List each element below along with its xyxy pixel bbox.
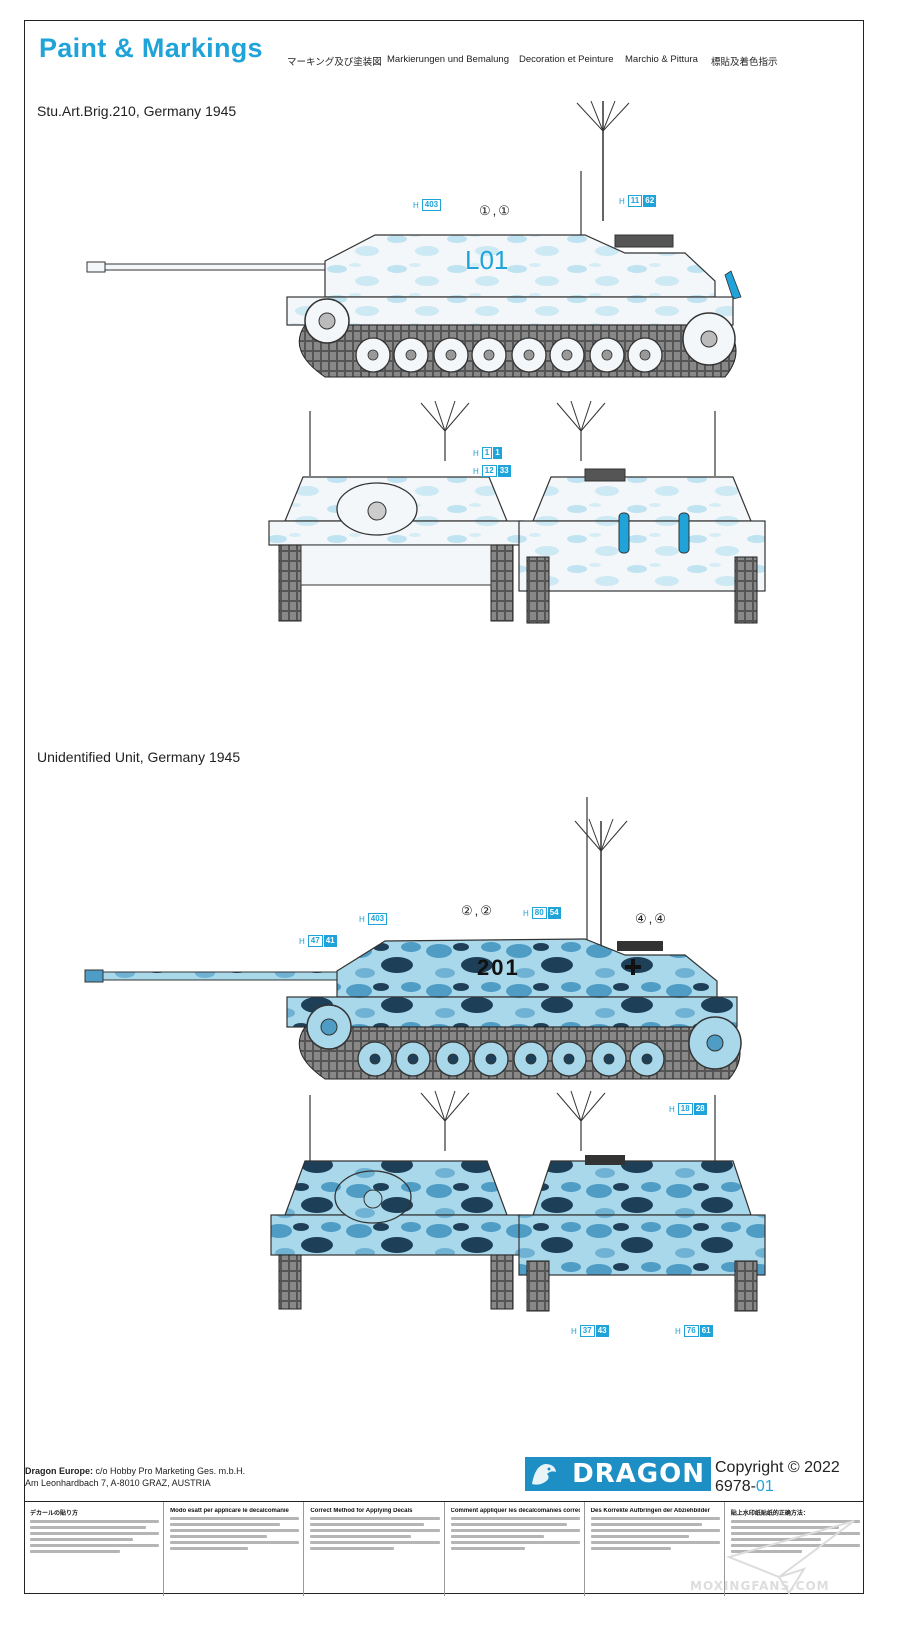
instructions-italian: Modo esatt per applicare le decalcomanie xyxy=(164,1502,305,1596)
cross-marking xyxy=(625,959,641,975)
scheme-1-side-view xyxy=(86,100,742,378)
decal-ref-2: ②,② xyxy=(461,903,494,918)
scheme-1-front-view xyxy=(268,400,524,622)
scheme-2-side-view xyxy=(84,797,742,1080)
lang-chinese: 標貼及着色指示 xyxy=(711,57,778,68)
product-code: 6978- xyxy=(715,1478,756,1495)
decal-ref-1: ①,① xyxy=(479,203,512,218)
lang-italian: Marchio & Pittura xyxy=(625,54,698,65)
paper-plane-watermark-icon xyxy=(725,1520,855,1595)
instructions-chinese: 貼上水印纸贴纸的正确方法： xyxy=(725,1502,864,1596)
scheme-2-label: Unidentified Unit, Germany 1945 xyxy=(37,749,241,765)
scheme-1-rear-view xyxy=(518,400,766,624)
lang-japanese: マーキング及び塗装図 xyxy=(287,57,382,68)
site-watermark: MOXINGFANS.COM xyxy=(690,1579,830,1593)
brand-name: DRAGON xyxy=(572,1459,705,1489)
lang-german: Markierungen und Bemalung xyxy=(387,54,509,65)
dragon-logo: DRAGON xyxy=(525,1457,711,1491)
instruction-sheet: Paint & Markings マーキング及び塗装図 Markierungen… xyxy=(24,20,864,1596)
product-version: 01 xyxy=(755,1478,774,1495)
vehicle-drawings xyxy=(84,100,766,1312)
scheme-1-label: Stu.Art.Brig.210, Germany 1945 xyxy=(37,103,237,119)
page-title: Paint & Markings xyxy=(39,33,263,63)
company-address: Dragon Europe: c/o Hobby Pro Marketing G… xyxy=(25,1466,246,1488)
instructions-japanese: デカールの貼り方 xyxy=(24,1502,165,1596)
instructions-french: Comment appliquer les décalcomanies corr… xyxy=(445,1502,585,1596)
dragon-emblem-icon xyxy=(532,1464,556,1485)
vehicle-number-201: 201 xyxy=(477,955,520,980)
lang-french: Decoration et Peinture xyxy=(519,54,614,65)
copyright-block: Copyright © 2022 6978-01 xyxy=(715,1458,840,1496)
instructions-english: Correct Method for Applying Decals xyxy=(304,1502,445,1596)
vehicle-number-L01: L01 xyxy=(465,245,509,275)
instructions-german: Des Korrekte Aufbringen der Abziehbilder xyxy=(585,1502,725,1596)
scheme-2-rear-view xyxy=(518,1090,766,1312)
decal-instructions: デカールの貼り方 Modo esatt per applicare le dec… xyxy=(24,1501,864,1596)
copyright-text: Copyright © 2022 xyxy=(715,1459,840,1476)
decal-ref-4: ④,④ xyxy=(635,911,668,926)
scheme-2-front-view xyxy=(270,1090,522,1310)
